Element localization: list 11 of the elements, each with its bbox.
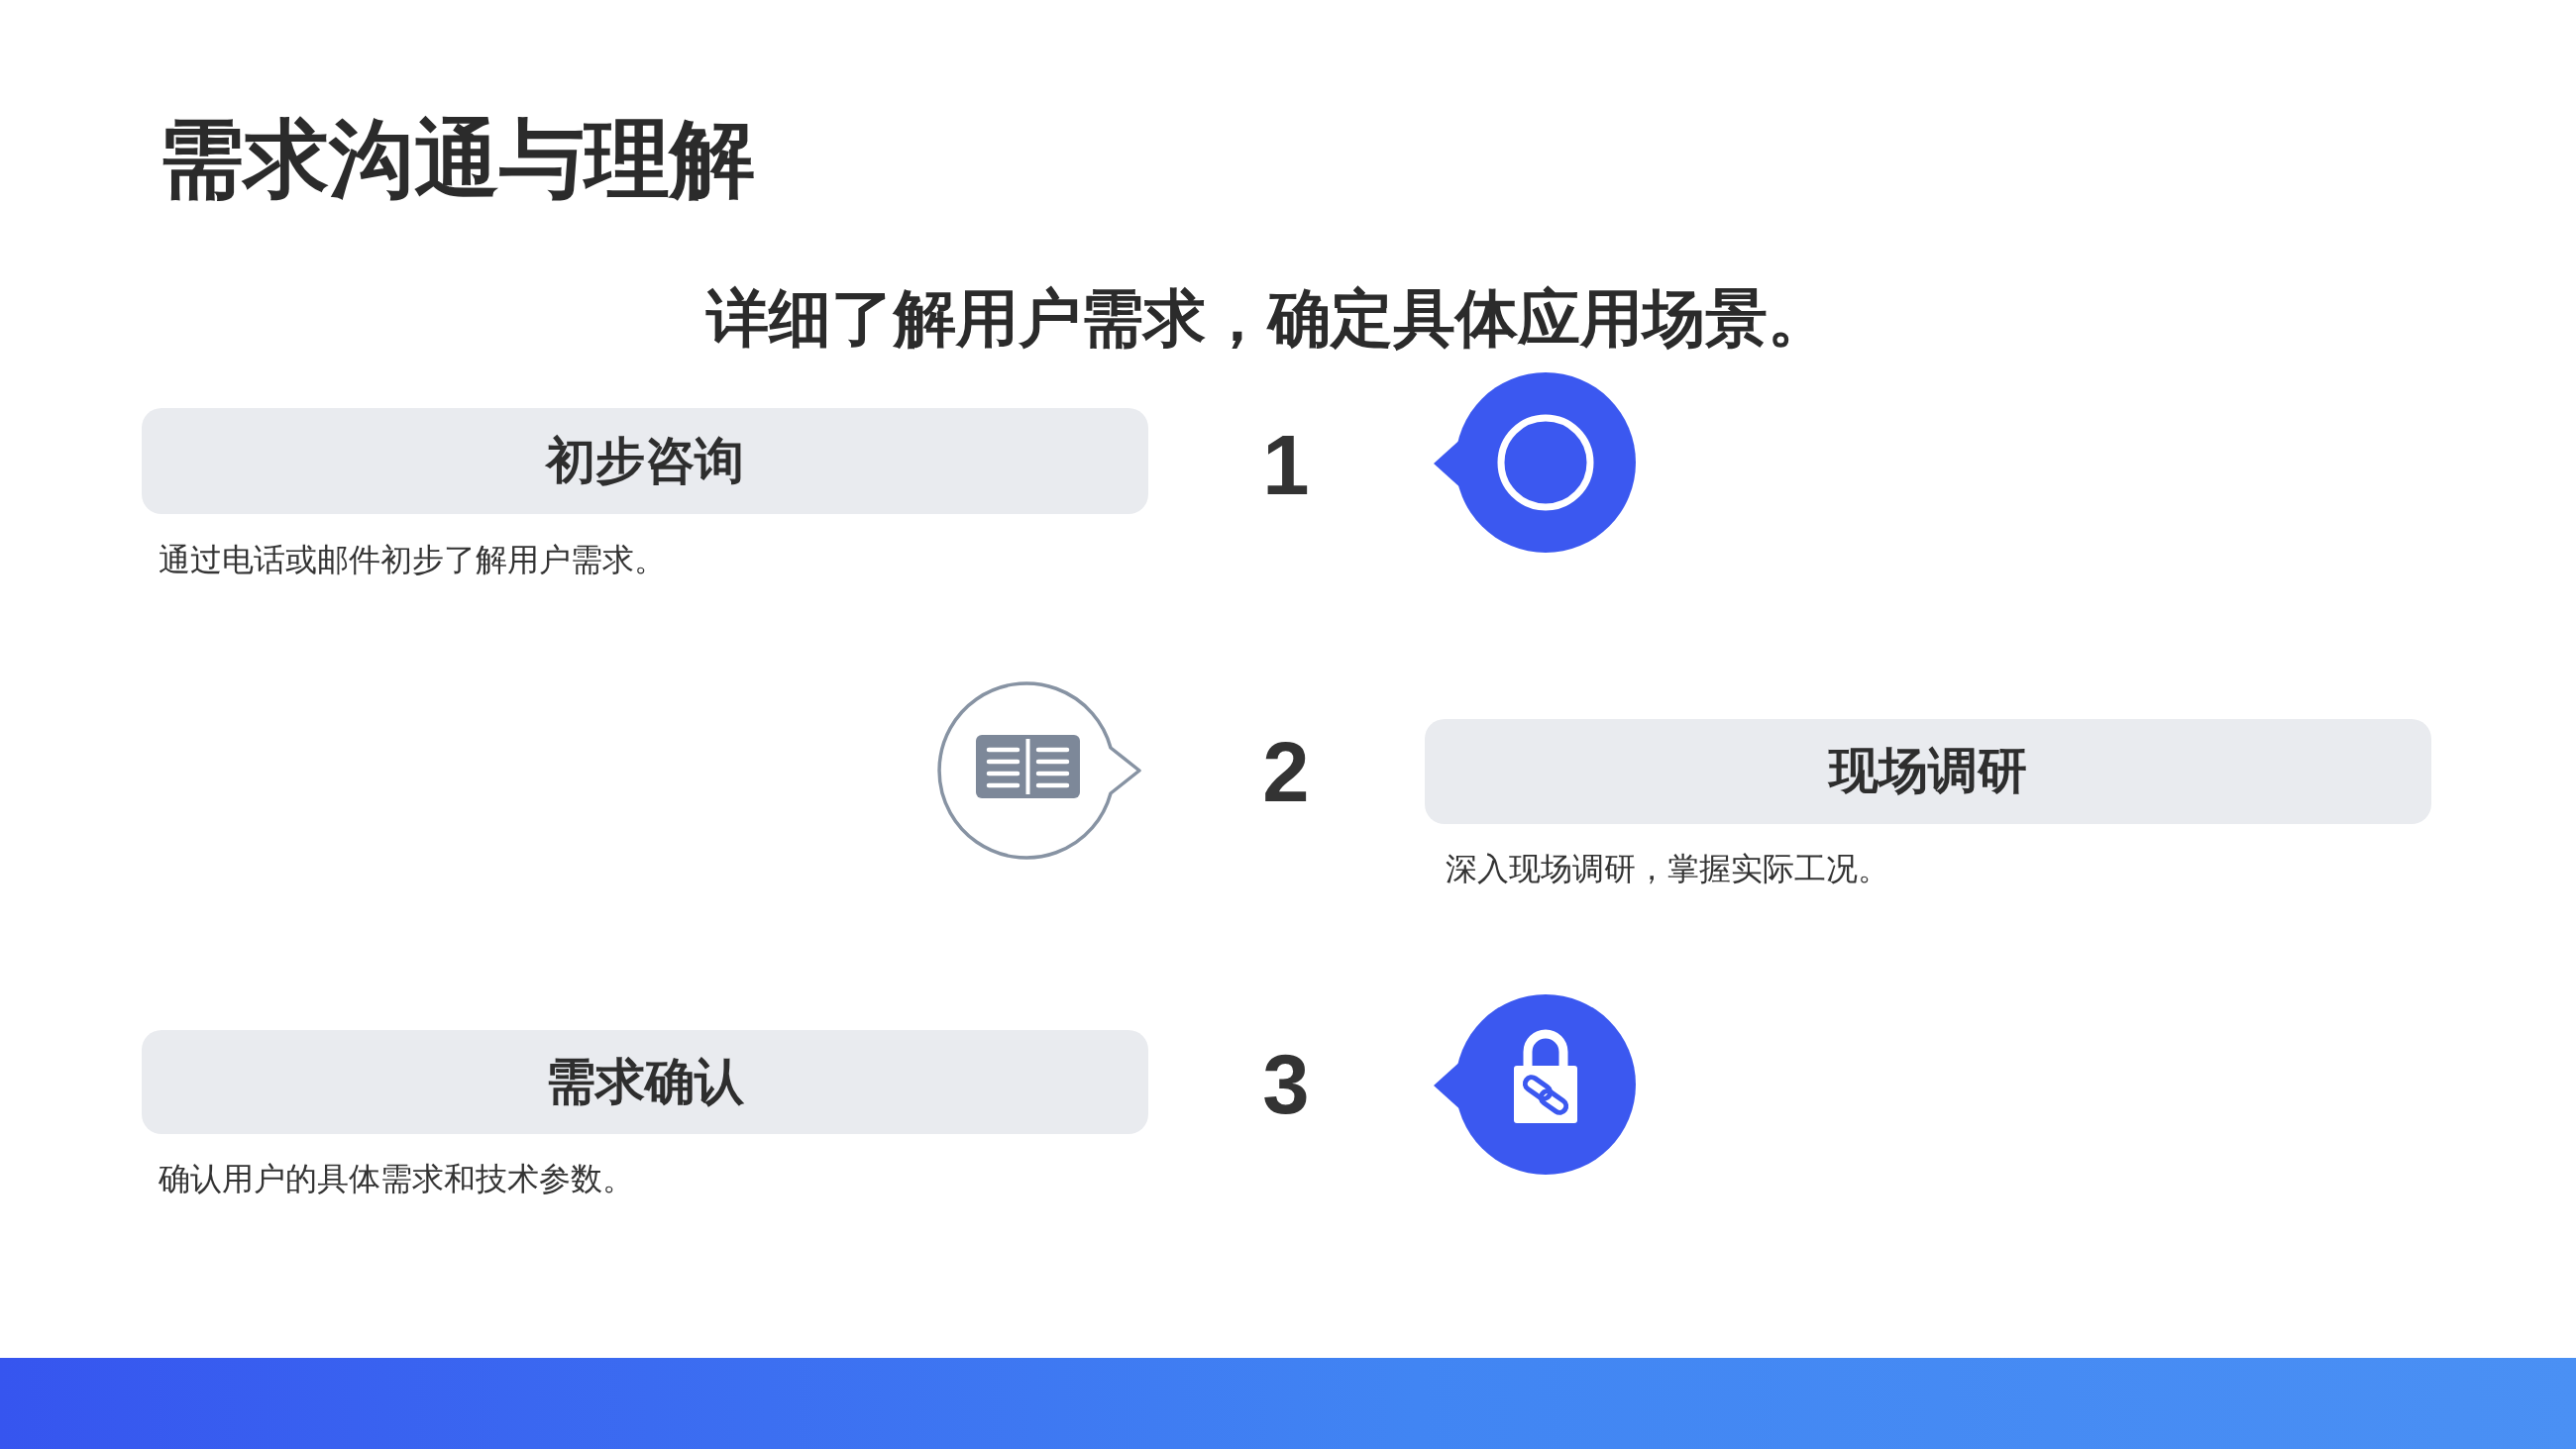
description-text: 确认用户的具体需求和技术参数。 <box>159 1160 634 1197</box>
description-text: 深入现场调研，掌握实际工况。 <box>1446 850 1889 887</box>
description-text: 通过电话或邮件初步了解用户需求。 <box>159 541 666 578</box>
step-box: 需求确认 <box>142 1030 1148 1134</box>
subtitle: 详细了解用户需求，确定具体应用场景。 <box>706 281 1830 355</box>
step-number: 3 <box>1262 1036 1310 1133</box>
page-title: 需求沟通与理解 <box>159 109 755 208</box>
step-box: 现场调研 <box>1425 719 2431 824</box>
step-number: 2 <box>1262 724 1310 821</box>
step-box: 初步咨询 <box>142 408 1148 514</box>
step-number: 1 <box>1262 417 1310 514</box>
